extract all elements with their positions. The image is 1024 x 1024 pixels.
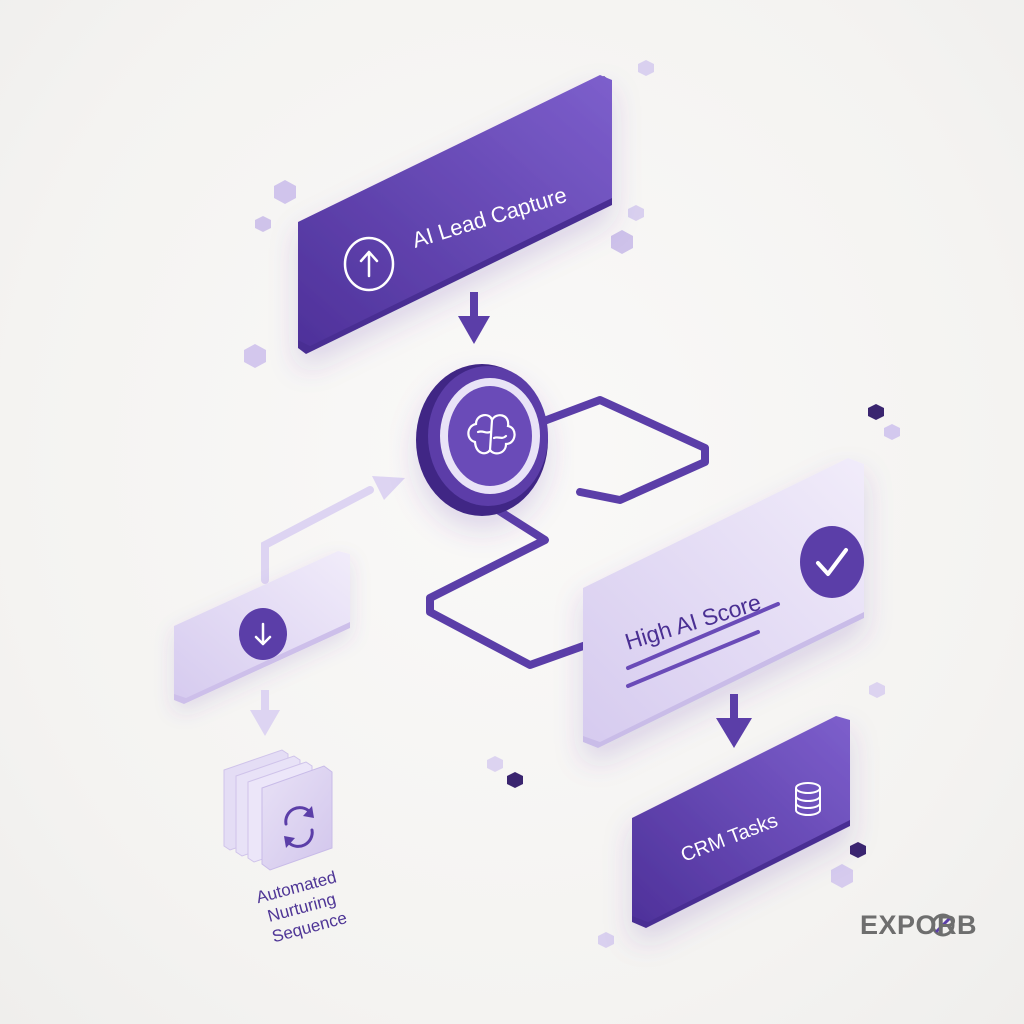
database-icon bbox=[795, 782, 821, 816]
brain-icon bbox=[467, 414, 516, 455]
nurturing-label: Automated Nurturing Sequence bbox=[254, 866, 354, 947]
high-score-lines bbox=[626, 602, 780, 688]
brand-logo-text: EXPORB bbox=[860, 910, 978, 940]
arrow-down-1 bbox=[458, 292, 490, 344]
connector-loop bbox=[426, 396, 709, 669]
lead-capture-icon bbox=[343, 236, 395, 292]
lead-capture-card[interactable] bbox=[298, 75, 612, 354]
feedback-connector bbox=[261, 476, 405, 584]
nurturing-stack[interactable] bbox=[223, 749, 333, 871]
arrow-down-light bbox=[250, 690, 280, 736]
crm-tasks-card[interactable] bbox=[632, 716, 850, 928]
low-path-icon bbox=[239, 608, 287, 660]
brand-orb-icon bbox=[931, 913, 955, 937]
high-score-check bbox=[800, 526, 864, 598]
decorative-hexagons bbox=[244, 60, 900, 948]
ai-brain-node[interactable] bbox=[416, 364, 548, 516]
arrow-down-circle-icon bbox=[254, 622, 272, 646]
feedback-arrow-icon bbox=[372, 476, 405, 500]
svg-text:Automated Nurturing: Automated Nurturing Sequence bbox=[254, 866, 354, 947]
arrow-down-2 bbox=[716, 694, 752, 748]
arrow-up-circle-icon bbox=[359, 250, 379, 278]
checkmark-icon bbox=[816, 548, 848, 576]
refresh-cycle-icon bbox=[284, 806, 314, 848]
